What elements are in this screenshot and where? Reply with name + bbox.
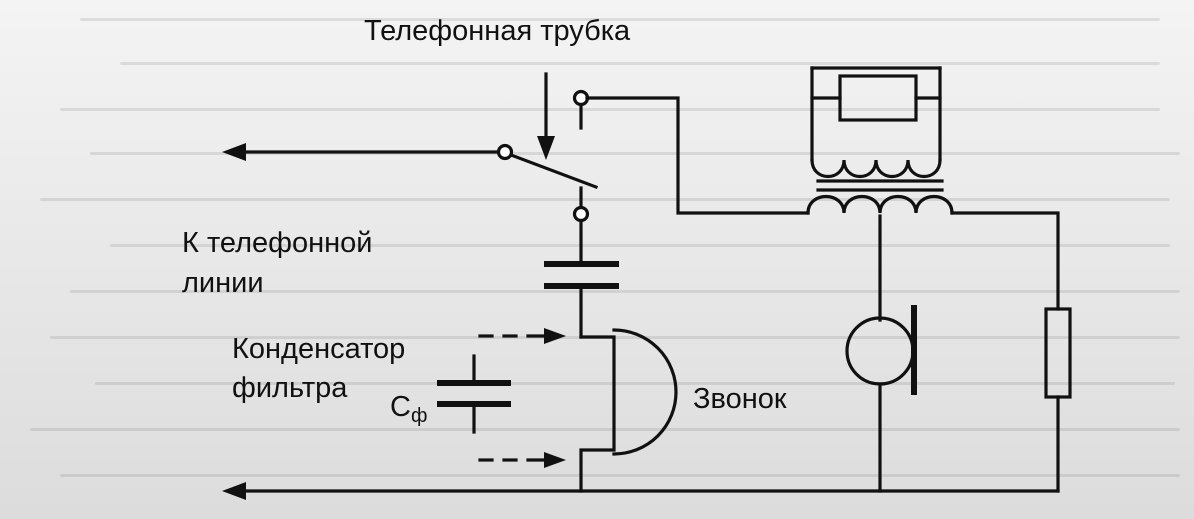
resistor [950, 211, 1072, 493]
capacitor-label-2: фильтра [232, 372, 348, 404]
microphone [845, 214, 917, 493]
hook-switch [496, 89, 599, 223]
capacitor-symbol-main: С [390, 391, 411, 423]
filter-capacitor [437, 354, 511, 434]
bell-label: Звонок [693, 383, 787, 415]
filter-capacitor-arrows [478, 328, 566, 468]
series-capacitor [544, 219, 619, 339]
line-label-1: К телефонной [182, 227, 373, 259]
handset-pointer-arrow [537, 72, 555, 160]
line-arrow-bottom [222, 482, 1060, 500]
handset-label: Телефонная трубка [364, 15, 631, 47]
line-arrow-top [222, 143, 502, 161]
capacitor-symbol-sub: ф [410, 405, 428, 427]
line-label-2: линии [182, 267, 264, 299]
capacitor-symbol: Сф [390, 390, 427, 433]
capacitor-label-1: Конденсатор [232, 333, 406, 365]
bell-symbol [579, 328, 678, 493]
transformer [806, 66, 954, 215]
